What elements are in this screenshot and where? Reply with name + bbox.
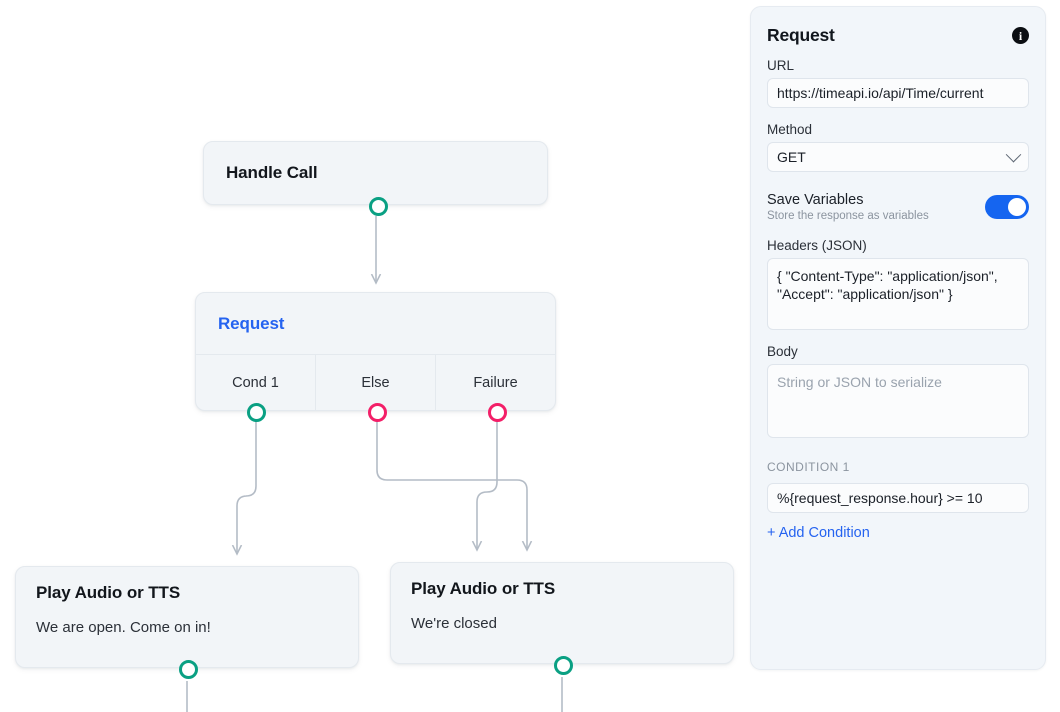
headers-textarea[interactable]: { "Content-Type": "application/json", "A… bbox=[767, 258, 1029, 330]
condition-section-caption: CONDITION 1 bbox=[767, 460, 850, 474]
url-input[interactable]: https://timeapi.io/api/Time/current bbox=[767, 78, 1029, 108]
node-port-out-tts-open[interactable] bbox=[179, 660, 198, 679]
node-port-label: Cond 1 bbox=[232, 374, 279, 391]
save-variables-text: Save Variables Store the response as var… bbox=[767, 192, 929, 222]
node-header-request: Request bbox=[196, 293, 555, 354]
node-port-cell-failure[interactable]: Failure bbox=[436, 355, 555, 410]
info-icon[interactable]: i bbox=[1012, 27, 1029, 44]
node-subtitle: We're closed bbox=[411, 615, 497, 632]
url-field-block: URL https://timeapi.io/api/Time/current bbox=[767, 58, 1029, 108]
flow-node-handle-call[interactable]: Handle Call bbox=[203, 141, 548, 216]
node-port-label: Else bbox=[361, 374, 390, 391]
node-title: Play Audio or TTS bbox=[411, 579, 556, 598]
inspector-header: Request i bbox=[767, 25, 1029, 46]
save-variables-row: Save Variables Store the response as var… bbox=[767, 192, 1029, 222]
node-subtitle: We are open. Come on in! bbox=[36, 619, 211, 636]
edge-else-to-tts-closed bbox=[376, 421, 527, 550]
headers-field-block: Headers (JSON) { "Content-Type": "applic… bbox=[767, 238, 1029, 330]
headers-label: Headers (JSON) bbox=[767, 238, 867, 253]
chevron-down-icon bbox=[1005, 146, 1022, 162]
flow-node-play-audio-tts-closed[interactable]: Play Audio or TTS We're closed bbox=[390, 562, 734, 675]
node-title: Request bbox=[218, 313, 285, 333]
node-port-out-else[interactable] bbox=[368, 403, 387, 422]
node-port-out-cond-1[interactable] bbox=[247, 403, 266, 422]
toggle-knob bbox=[1008, 198, 1026, 216]
inspector-panel: Request i URL https://timeapi.io/api/Tim… bbox=[750, 6, 1046, 670]
body-label: Body bbox=[767, 344, 798, 359]
flow-node-play-audio-tts-open[interactable]: Play Audio or TTS We are open. Come on i… bbox=[15, 566, 359, 679]
save-variables-toggle[interactable] bbox=[985, 195, 1029, 219]
save-variables-description: Store the response as variables bbox=[767, 210, 929, 222]
node-port-cell-else[interactable]: Else bbox=[316, 355, 436, 410]
node-port-out-failure[interactable] bbox=[488, 403, 507, 422]
node-title: Play Audio or TTS bbox=[36, 583, 181, 602]
body-field-block: Body String or JSON to serialize bbox=[767, 344, 1029, 438]
url-label: URL bbox=[767, 58, 795, 73]
body-textarea[interactable]: String or JSON to serialize bbox=[767, 364, 1029, 438]
node-port-cell-cond-1[interactable]: Cond 1 bbox=[196, 355, 316, 410]
panel-title: Request bbox=[767, 25, 835, 45]
edge-failure-to-tts-closed bbox=[477, 421, 498, 550]
flow-node-request[interactable]: Request Cond 1 Else Failure bbox=[195, 292, 556, 422]
save-variables-label: Save Variables bbox=[767, 192, 864, 208]
add-condition-button[interactable]: + Add Condition bbox=[767, 525, 870, 541]
method-label: Method bbox=[767, 122, 813, 137]
node-port-row: Cond 1 Else Failure bbox=[196, 354, 555, 410]
node-port-out-handle-call[interactable] bbox=[369, 197, 388, 216]
method-select[interactable]: GET bbox=[767, 142, 1029, 172]
node-port-out-tts-closed[interactable] bbox=[554, 656, 573, 675]
method-field-block: Method GET bbox=[767, 122, 1029, 172]
node-port-label: Failure bbox=[473, 374, 518, 391]
edge-cond1-to-tts-open bbox=[237, 421, 257, 554]
flow-canvas[interactable]: Handle Call Request Cond 1 Else Failure … bbox=[0, 0, 748, 712]
method-selected-value: GET bbox=[777, 149, 806, 165]
condition-1-input[interactable]: %{request_response.hour} >= 10 bbox=[767, 483, 1029, 513]
node-title: Handle Call bbox=[226, 163, 318, 182]
